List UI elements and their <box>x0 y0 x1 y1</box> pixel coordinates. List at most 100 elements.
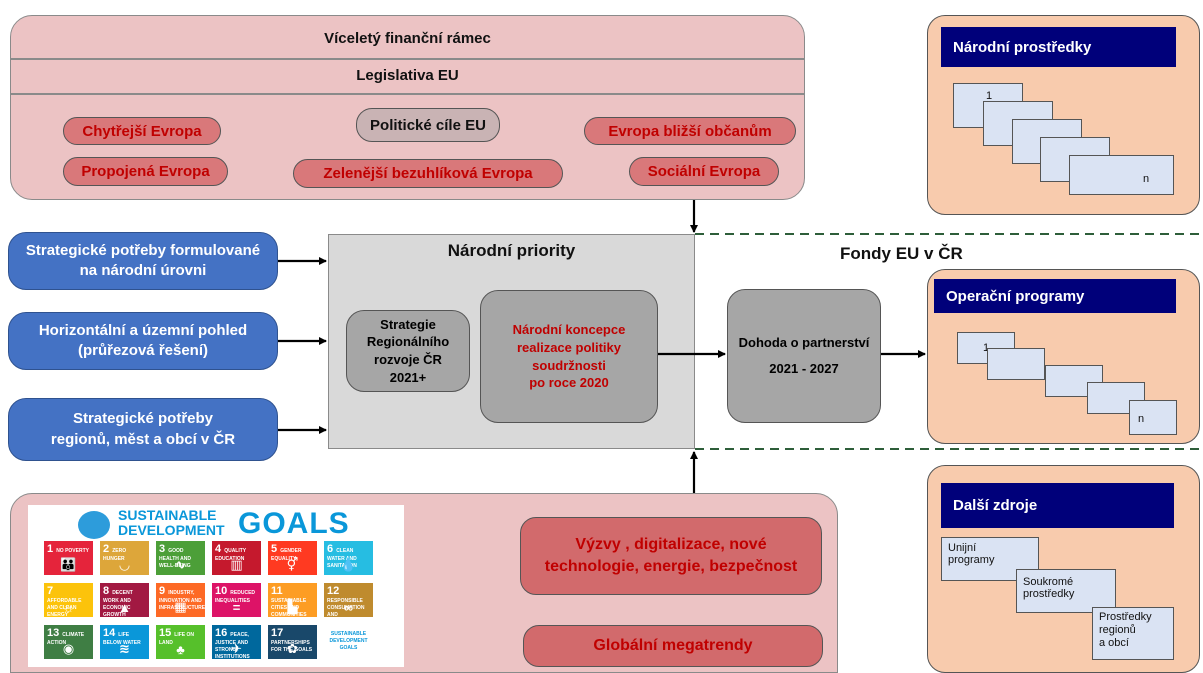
eu-funds-title: Fondy EU v ČR <box>840 244 963 263</box>
input-line: Horizontální a územní pohled <box>38 321 248 339</box>
agreement-line: Dohoda o partnerství <box>738 335 870 351</box>
input-line: (průřezová řešení) <box>77 342 209 359</box>
input-horizontal-view: Horizontální a územní pohled (průřezová ř… <box>8 312 278 370</box>
sdg-tile-number: 2 <box>103 543 113 555</box>
regional-strategy-box: Strategie Regionálního rozvoje ČR 2021+ <box>346 310 470 392</box>
sdg-tile-2: 2 ZERO HUNGER◡ <box>100 541 149 575</box>
equal-icon: = <box>232 600 241 615</box>
eye-icon: ◉ <box>62 641 75 656</box>
sdg-tile-number: 11 <box>271 585 283 597</box>
sdg-tile-label: LIFE BELOW WATER <box>103 632 141 646</box>
srr-line: 2021+ <box>389 369 427 385</box>
source-card-regions: Prostředky regionů a obcí <box>1092 607 1174 660</box>
flower-icon: ✿ <box>287 641 298 656</box>
sdg-tile-label: LIFE ON LAND <box>159 632 195 646</box>
concept-line: realizace politiky <box>516 339 622 355</box>
agreement-line: 2021 - 2027 <box>769 361 839 376</box>
family-icon: 👪 <box>60 557 77 572</box>
megatrends-box: Globální megatrendy <box>523 625 823 667</box>
sdg-tile-16: 16 PEACE, JUSTICE AND STRONG INSTITUTION… <box>212 625 261 660</box>
sdg-tile-number: 14 <box>103 627 119 639</box>
sdg-tile-number: 8 <box>103 585 113 597</box>
sdg-tile-label: AFFORDABLE AND CLEAN ENERGY <box>47 598 82 618</box>
srr-line: Strategie <box>380 316 436 332</box>
pill-greener-europe: Zelenější bezuhlíková Evropa <box>293 159 563 188</box>
card-line: a obcí <box>1099 637 1129 650</box>
pill-connected-europe: Propojená Evropa <box>63 157 228 186</box>
divider-line <box>11 93 804 95</box>
challenges-line: Výzvy , digitalizace, nové <box>575 536 767 554</box>
stack-card <box>1087 382 1145 414</box>
source-card-private: Soukromé prostředky <box>1016 569 1116 613</box>
srr-line: Regionálního <box>366 334 450 350</box>
sdg-tile-3: 3 GOOD HEALTH AND WELL-BEING∿ <box>156 541 205 575</box>
sdg-tile-number: 4 <box>215 543 225 555</box>
stack-card: n <box>1129 400 1177 435</box>
input-line: Strategické potřeby formulované <box>25 241 261 259</box>
sdg-tile-label: DECENT WORK AND ECONOMIC GROWTH <box>103 590 133 618</box>
sdg-tile-number: 7 <box>47 585 54 597</box>
card-line: regionů <box>1099 624 1136 637</box>
eu-funds-dashed-frame <box>695 233 1203 450</box>
sdg-title-line: DEVELOPMENT <box>118 522 225 538</box>
sdg-tile-label: CLEAN WATER AND SANITATION <box>327 548 357 569</box>
sdg-tile-12: 12 RESPONSIBLE CONSUMPTION AND PRODUCTIO… <box>324 583 373 625</box>
challenges-box: Výzvy , digitalizace, nové technologie, … <box>520 517 822 595</box>
sdg-tile-label: GENDER EQUALITY <box>271 548 302 562</box>
tree-icon: ♣ <box>176 642 185 657</box>
sdg-tile-number: 1 <box>47 543 57 555</box>
pill-social-europe: Sociální Evropa <box>629 157 779 186</box>
sdg-tile-10: 10 REDUCED INEQUALITIES= <box>212 583 261 617</box>
sdg-tile-15: 15 LIFE ON LAND♣ <box>156 625 205 659</box>
sdg-poster: SUSTAINABLE DEVELOPMENT GOALS 1 NO POVER… <box>28 505 404 667</box>
sdg-tile-label: NO POVERTY <box>56 548 89 554</box>
sdg-tile-8: 8 DECENT WORK AND ECONOMIC GROWTH▲ <box>100 583 149 618</box>
partnership-agreement-box: Dohoda o partnerství 2021 - 2027 <box>727 289 881 423</box>
infinity-icon: ∞ <box>343 600 354 615</box>
heartbeat-icon: ∿ <box>175 557 186 572</box>
sdg-tile-number: 6 <box>327 543 337 555</box>
sdg-tile-number: 10 <box>215 585 231 597</box>
mff-label: Víceletý finanční rámec <box>324 30 491 47</box>
sdg-tile-number: 16 <box>215 627 231 639</box>
divider-line <box>11 58 804 60</box>
sdg-tile-label: SUSTAINABLE CITIES AND COMMUNITIES <box>271 598 307 618</box>
pill-eu-policy-goals: Politické cíle EU <box>356 108 500 142</box>
sdg-tile-number: 15 <box>159 627 175 639</box>
sdg-tile-label: PEACE, JUSTICE AND STRONG INSTITUTIONS <box>215 632 250 660</box>
sdg-badge-line: SUSTAINABLE <box>330 631 367 637</box>
city-icon: ▙ <box>287 599 298 614</box>
sdg-tile-9: 9 INDUSTRY, INNOVATION AND INFRASTRUCTUR… <box>156 583 205 617</box>
input-line: Strategické potřeby <box>72 410 214 428</box>
sdg-tile-14: 14 LIFE BELOW WATER≋ <box>100 625 149 659</box>
sdg-tile-number: 12 <box>327 585 340 597</box>
dove-icon: ✈ <box>231 641 242 656</box>
sdg-tile-number: 17 <box>271 627 284 639</box>
sdg-grid: 1 NO POVERTY 👪 2 ZERO HUNGER◡3 GOOD HEALTH… <box>44 541 394 665</box>
concept-line: po roce 2020 <box>529 375 609 391</box>
srr-line: rozvoje ČR <box>374 352 442 367</box>
sdg-tile-label: GOOD HEALTH AND WELL-BEING <box>159 548 191 569</box>
un-emblem-icon <box>78 511 110 539</box>
sdg-tile-label: CLIMATE ACTION <box>47 632 85 646</box>
book-icon: ▥ <box>230 557 243 572</box>
sun-icon: ☼ <box>62 600 75 615</box>
sdg-title-line: SUSTAINABLE <box>118 507 217 523</box>
stack-card <box>987 348 1045 380</box>
card-line: Unijní <box>948 542 977 554</box>
card-line: Prostředky <box>1099 611 1152 623</box>
sdg-tile-17: 17 PARTNERSHIPS FOR THE GOALS✿ <box>268 625 317 659</box>
operational-programmes-header: Operační programy <box>934 279 1176 313</box>
stack-card: n <box>1069 155 1174 195</box>
drop-icon: 💧 <box>340 557 357 572</box>
sdg-tile-label: PARTNERSHIPS FOR THE GOALS <box>271 640 313 653</box>
concept-line: Národní koncepce <box>512 322 626 338</box>
source-card-eu-programmes: Unijní programy <box>941 537 1039 581</box>
sdg-tile-13: 13 CLIMATE ACTION◉ <box>44 625 93 659</box>
sdg-tile-label: ZERO HUNGER <box>103 548 127 562</box>
challenges-line: technologie, energie, bezpečnost <box>544 558 798 575</box>
